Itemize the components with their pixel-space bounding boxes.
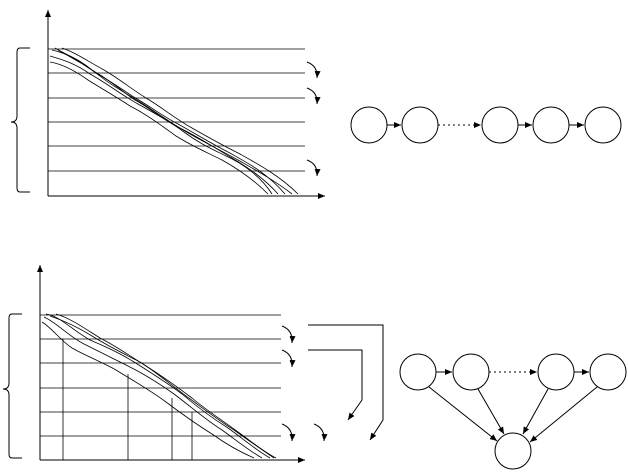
curve: [45, 313, 271, 459]
sink-arrow: [477, 388, 505, 435]
top-state-chain: [350, 106, 622, 144]
top-transition-arrow: [306, 159, 321, 177]
curve: [61, 47, 299, 195]
state-node: [584, 106, 622, 144]
state-node: [399, 353, 437, 391]
curve: [57, 49, 293, 195]
curve: [49, 315, 275, 459]
bracket-arrow-outer: [308, 324, 384, 441]
state-node: [452, 353, 490, 391]
bottom-transition-arrow: [281, 423, 296, 442]
sink-arrow: [522, 388, 549, 435]
bottom-levels: [40, 314, 281, 437]
bottom-brace: [2, 313, 22, 459]
state-node: [589, 353, 627, 391]
sink-node: [494, 432, 532, 470]
curve: [55, 313, 277, 459]
state-node: [481, 106, 519, 144]
bracket-arrow-inner: [308, 349, 363, 421]
sink-arrow: [529, 386, 598, 443]
curve: [54, 47, 286, 195]
top-transition-arrow: [306, 61, 321, 79]
curve: [49, 61, 269, 195]
curve: [41, 321, 255, 459]
bottom-transition-arrow: [281, 349, 296, 368]
state-node: [537, 353, 575, 391]
bottom-curves: [41, 313, 277, 459]
top-transition-arrow: [306, 87, 321, 105]
top-levels: [48, 48, 305, 172]
curve: [43, 316, 263, 459]
state-node: [401, 106, 439, 144]
bottom-state-chain: [399, 353, 627, 470]
bottom-panel: [2, 265, 627, 470]
bottom-drop-lines: [62, 339, 193, 460]
top-panel: [10, 10, 622, 199]
top-brace: [10, 47, 30, 193]
curve: [49, 55, 273, 195]
state-node: [350, 106, 388, 144]
state-node: [532, 106, 570, 144]
sink-arrow: [428, 386, 498, 442]
bottom-transition-arrow: [313, 423, 328, 442]
bottom-transition-arrow: [281, 325, 296, 344]
top-curves: [49, 47, 299, 195]
